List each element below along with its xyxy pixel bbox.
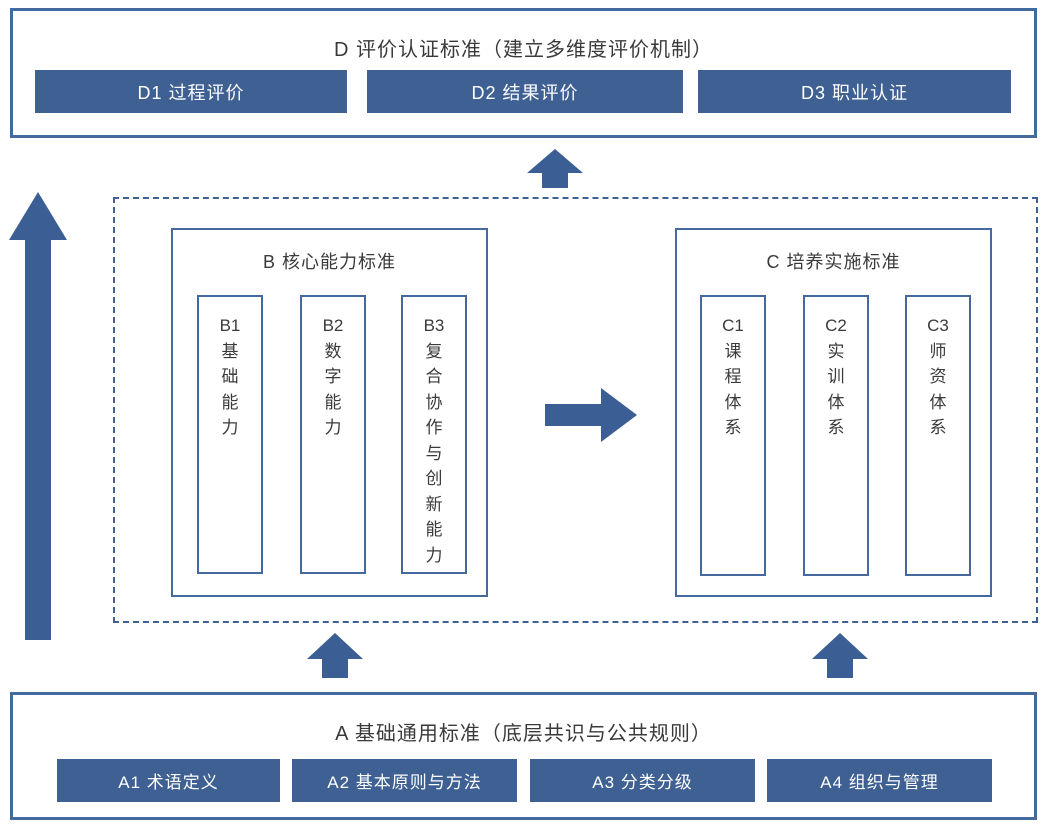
box-a3: A3 分类分级 <box>530 759 755 802</box>
middle-dashed-container: B 核心能力标准 B1 基 础 能 力 B2 数 字 能 力 B3 复 合 协 … <box>113 197 1038 623</box>
box-b2: B2 数 字 能 力 <box>300 295 366 574</box>
section-d-container: D 评价认证标准（建立多维度评价机制） D1 过程评价 D2 结果评价 D3 职… <box>10 8 1037 138</box>
top-center-up-arrow-icon <box>527 149 583 188</box>
box-b1: B1 基 础 能 力 <box>197 295 263 574</box>
box-a2: A2 基本原则与方法 <box>292 759 517 802</box>
box-c2: C2 实 训 体 系 <box>803 295 869 576</box>
section-d-title: D 评价认证标准（建立多维度评价机制） <box>334 39 713 61</box>
section-a-container: A 基础通用标准（底层共识与公共规则） A1 术语定义 A2 基本原则与方法 A… <box>10 692 1037 820</box>
box-a4: A4 组织与管理 <box>767 759 992 802</box>
section-c-container: C 培养实施标准 C1 课 程 体 系 C2 实 训 体 系 C3 师 资 体 … <box>675 228 992 597</box>
box-c3: C3 师 资 体 系 <box>905 295 971 576</box>
section-b-container: B 核心能力标准 B1 基 础 能 力 B2 数 字 能 力 B3 复 合 协 … <box>171 228 488 597</box>
section-b-title: B 核心能力标准 <box>262 252 396 272</box>
section-c-title: C 培养实施标准 <box>766 252 901 272</box>
box-d1: D1 过程评价 <box>35 70 347 113</box>
box-d2: D2 结果评价 <box>367 70 683 113</box>
bottom-left-up-arrow-icon <box>307 633 363 678</box>
box-c1: C1 课 程 体 系 <box>700 295 766 576</box>
box-a1: A1 术语定义 <box>57 759 280 802</box>
box-d3: D3 职业认证 <box>698 70 1011 113</box>
left-tall-up-arrow-icon <box>9 192 67 640</box>
box-b3: B3 复 合 协 作 与 创 新 能 力 <box>401 295 467 574</box>
section-a-title: A 基础通用标准（底层共识与公共规则） <box>335 723 712 745</box>
bottom-right-up-arrow-icon <box>812 633 868 678</box>
